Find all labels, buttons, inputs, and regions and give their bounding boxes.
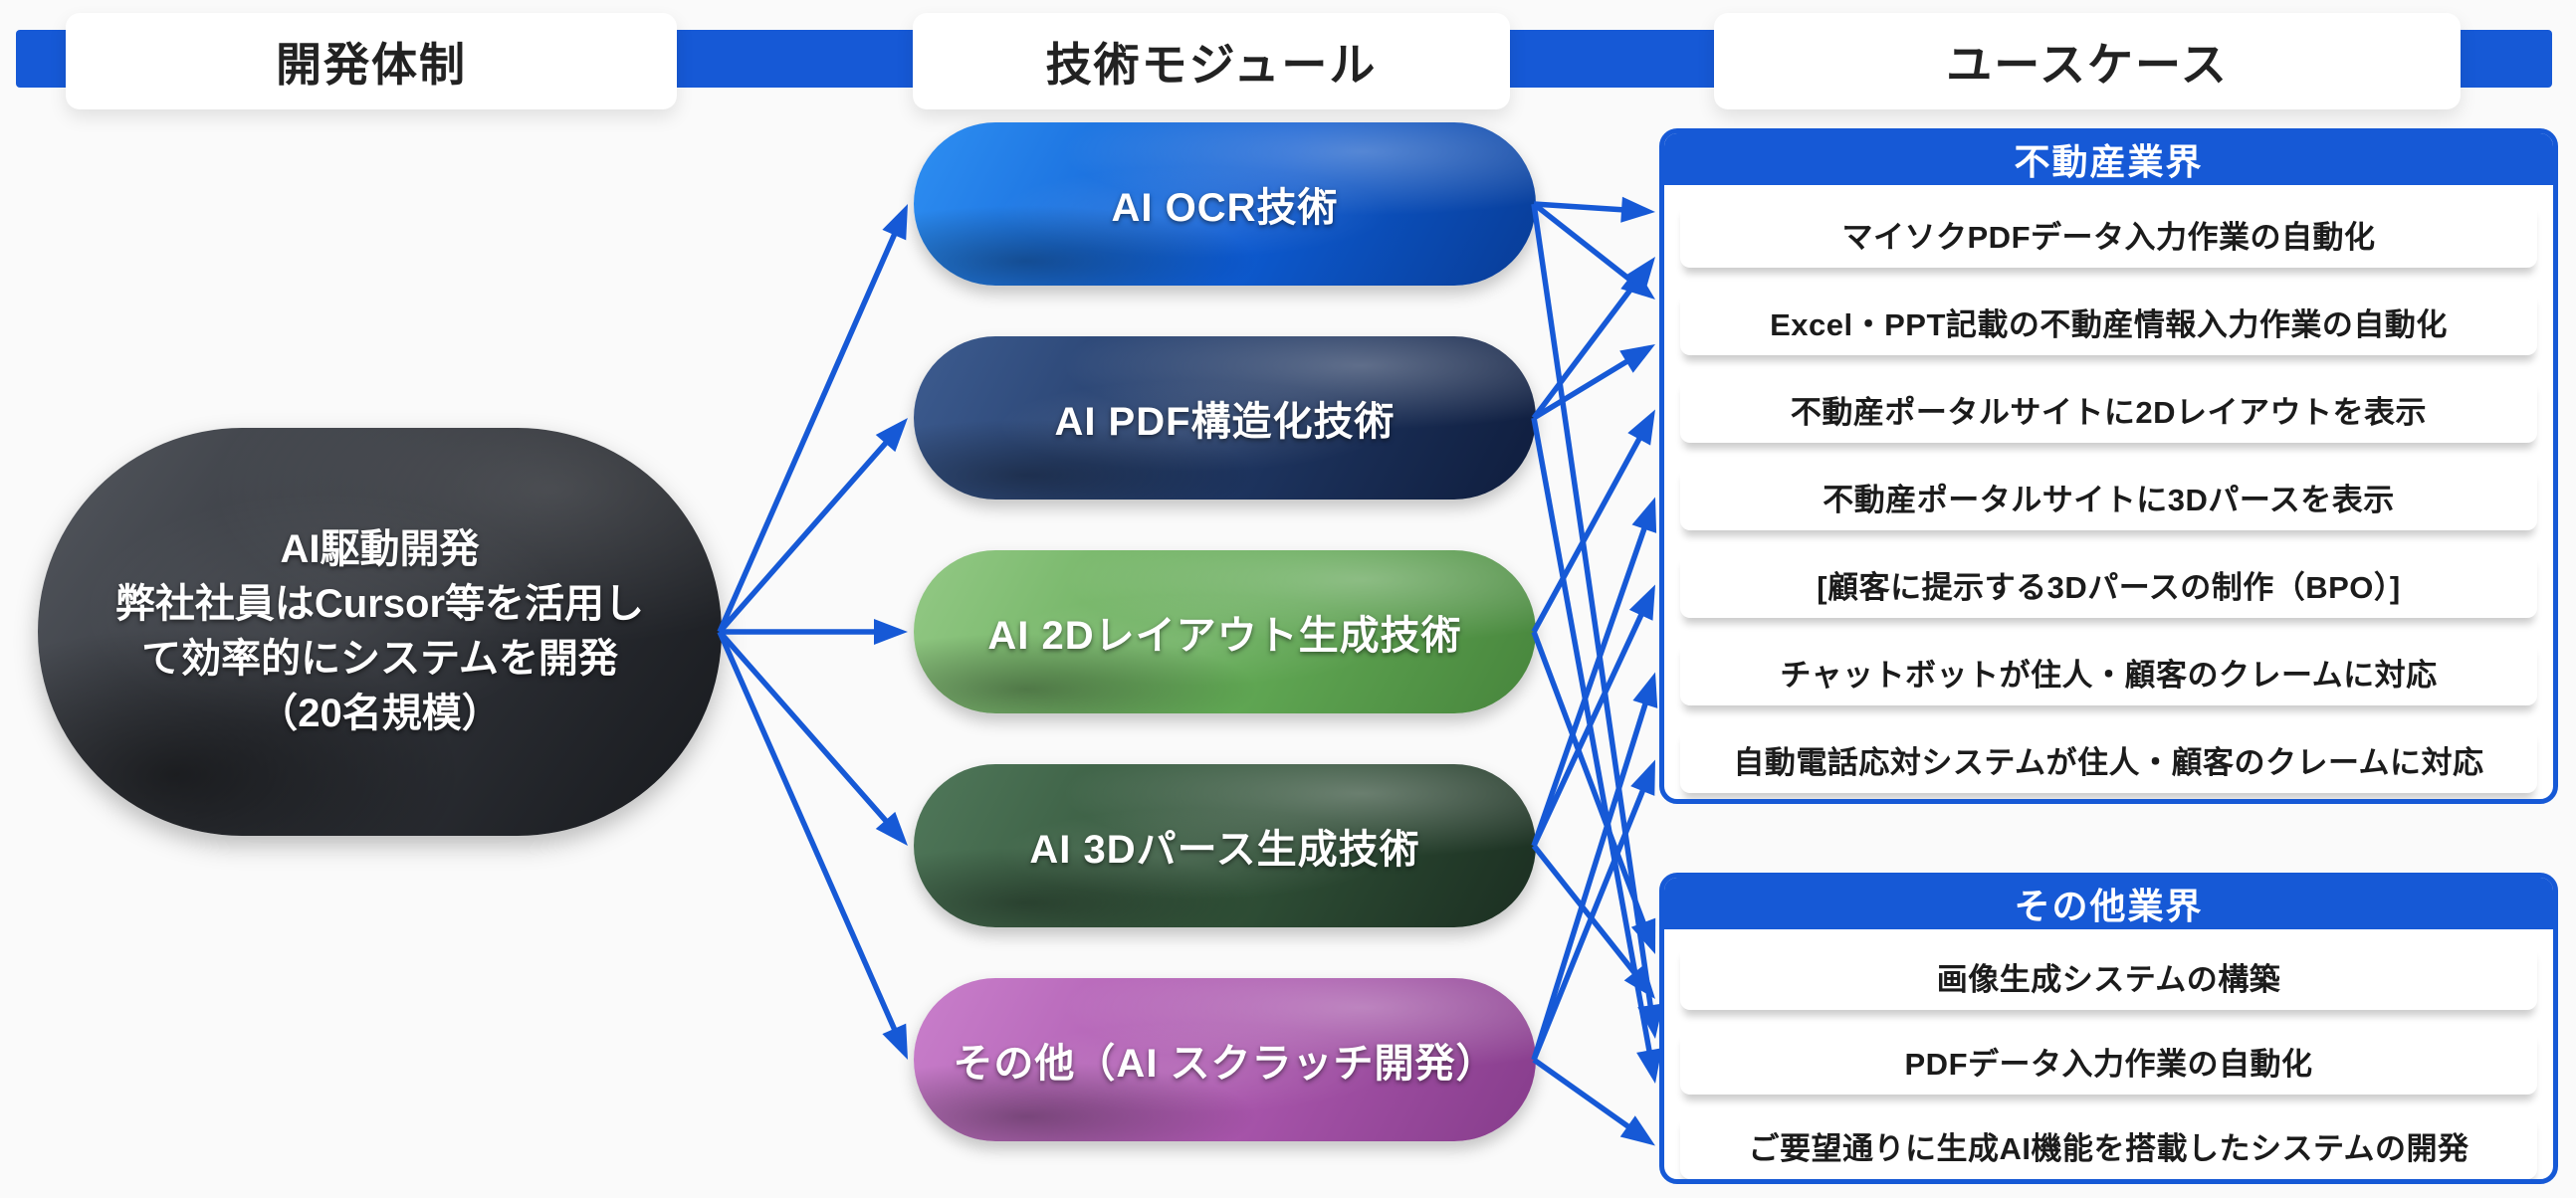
usecase-item: 自動電話応対システムが住人・顧客のクレームに対応 — [1680, 726, 2537, 793]
module-pill-label: AI OCR技術 — [1111, 186, 1339, 230]
development-structure-text: AI駆動開発弊社社員はCursor等を活用して効率的にシステムを開発 （20名規模… — [115, 522, 644, 742]
usecase-item: 画像生成システムの構築 — [1680, 943, 2537, 1010]
column-header-usecases: ユースケース — [1714, 13, 2461, 109]
development-text-line: 弊社社員はCursor等を活用し — [114, 581, 645, 626]
usecase-group-title: 不動産業界 — [1664, 133, 2553, 185]
module-pill-3: AI 3Dパース生成技術 — [914, 764, 1536, 927]
usecase-item: 不動産ポータルサイトに3Dパースを表示 — [1680, 464, 2537, 530]
usecase-group-1: その他業界画像生成システムの構築 PDFデータ入力作業の自動化ご要望通りに生成AI… — [1659, 873, 2558, 1184]
module-pill-label: AI PDF構造化技術 — [1054, 400, 1395, 444]
usecase-item: ご要望通りに生成AI機能を搭載したシステムの開発 — [1680, 1112, 2537, 1179]
usecase-item: PDFデータ入力作業の自動化 — [1680, 1028, 2537, 1095]
usecase-item: チャットボットが住人・顧客のクレームに対応 — [1680, 639, 2537, 705]
module-pill-label: AI 3Dパース生成技術 — [1029, 828, 1420, 872]
usecase-group-0: 不動産業界マイソクPDFデータ入力作業の自動化 Excel・PPT記載の不動産情報… — [1659, 128, 2558, 804]
development-text-line: て効率的にシステムを開発 — [141, 637, 618, 681]
module-pill-label: その他（AI スクラッチ開発） — [953, 1042, 1497, 1086]
usecase-item: Excel・PPT記載の不動産情報入力作業の自動化 — [1680, 289, 2537, 355]
module-pill-label: AI 2Dレイアウト生成技術 — [987, 614, 1462, 658]
usecase-group-title: その他業界 — [1664, 878, 2553, 929]
development-text-line: AI駆動開発 — [280, 526, 480, 571]
development-structure-box: AI駆動開発弊社社員はCursor等を活用して効率的にシステムを開発 （20名規模… — [38, 428, 722, 836]
usecase-item: マイソクPDFデータ入力作業の自動化 — [1680, 201, 2537, 268]
module-pill-0: AI OCR技術 — [914, 122, 1536, 286]
usecase-list: マイソクPDFデータ入力作業の自動化 Excel・PPT記載の不動産情報入力作業の… — [1664, 185, 2553, 793]
usecase-item: [顧客に提示する3Dパースの制作（BPO）] — [1680, 551, 2537, 618]
usecase-list: 画像生成システムの構築 PDFデータ入力作業の自動化ご要望通りに生成AI機能を搭載… — [1664, 929, 2553, 1179]
module-pill-2: AI 2Dレイアウト生成技術 — [914, 550, 1536, 713]
column-header-modules: 技術モジュール — [913, 13, 1510, 109]
column-header-development: 開発体制 — [66, 13, 677, 109]
development-text-line: （20名規模） — [258, 692, 502, 736]
usecase-item: 不動産ポータルサイトに2Dレイアウトを表示 — [1680, 376, 2537, 443]
module-pill-4: その他（AI スクラッチ開発） — [914, 978, 1536, 1141]
module-pill-1: AI PDF構造化技術 — [914, 336, 1536, 499]
